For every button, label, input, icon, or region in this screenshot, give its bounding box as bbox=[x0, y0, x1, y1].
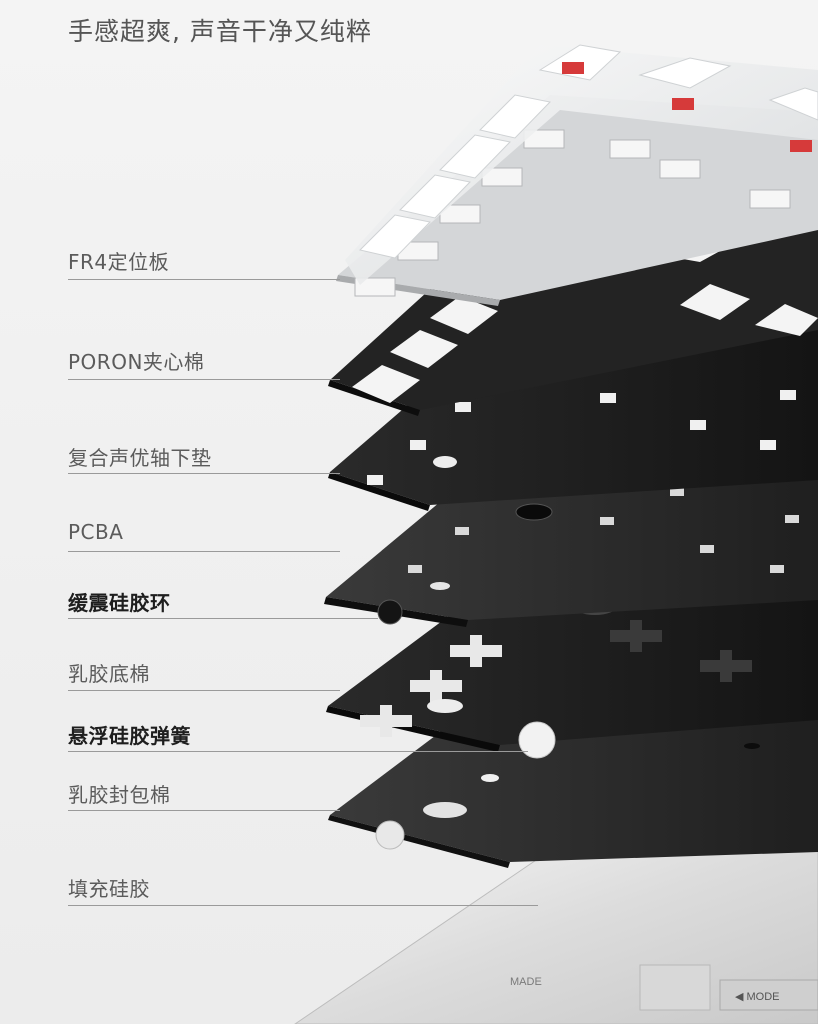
leader-line-poron bbox=[68, 379, 340, 380]
layer-label-latex-bottom: 乳胶底棉 bbox=[68, 662, 150, 686]
layer-label-silicone-ring: 缓震硅胶环 bbox=[68, 591, 171, 615]
layer-label-fr4: FR4定位板 bbox=[68, 250, 170, 274]
leader-line-pcba bbox=[68, 551, 340, 552]
layer-fr4 bbox=[336, 95, 818, 306]
layer-label-poron: PORON夹心棉 bbox=[68, 350, 205, 374]
case-marking-made: MADE bbox=[510, 976, 542, 988]
leader-line-silicone-ring bbox=[68, 618, 378, 619]
case-marking-mode: ◀ MODE bbox=[735, 991, 780, 1003]
leader-line-latex-seal bbox=[68, 810, 340, 811]
layer-label-filling-silicone: 填充硅胶 bbox=[68, 877, 150, 901]
leader-line-pad bbox=[68, 473, 340, 474]
layer-keycaps bbox=[345, 44, 818, 285]
layer-label-latex-seal: 乳胶封包棉 bbox=[68, 783, 171, 807]
layer-label-pad: 复合声优轴下垫 bbox=[68, 446, 212, 470]
layer-label-pcba: PCBA bbox=[68, 520, 124, 544]
leader-line-latex-bottom bbox=[68, 690, 340, 691]
headline: 手感超爽, 声音干净又纯粹 bbox=[68, 17, 372, 46]
leader-line-fr4 bbox=[68, 279, 340, 280]
leader-line-filling-silicone bbox=[68, 905, 538, 906]
layer-label-silicone-spring: 悬浮硅胶弹簧 bbox=[68, 724, 191, 748]
leader-line-silicone-spring bbox=[68, 751, 528, 752]
